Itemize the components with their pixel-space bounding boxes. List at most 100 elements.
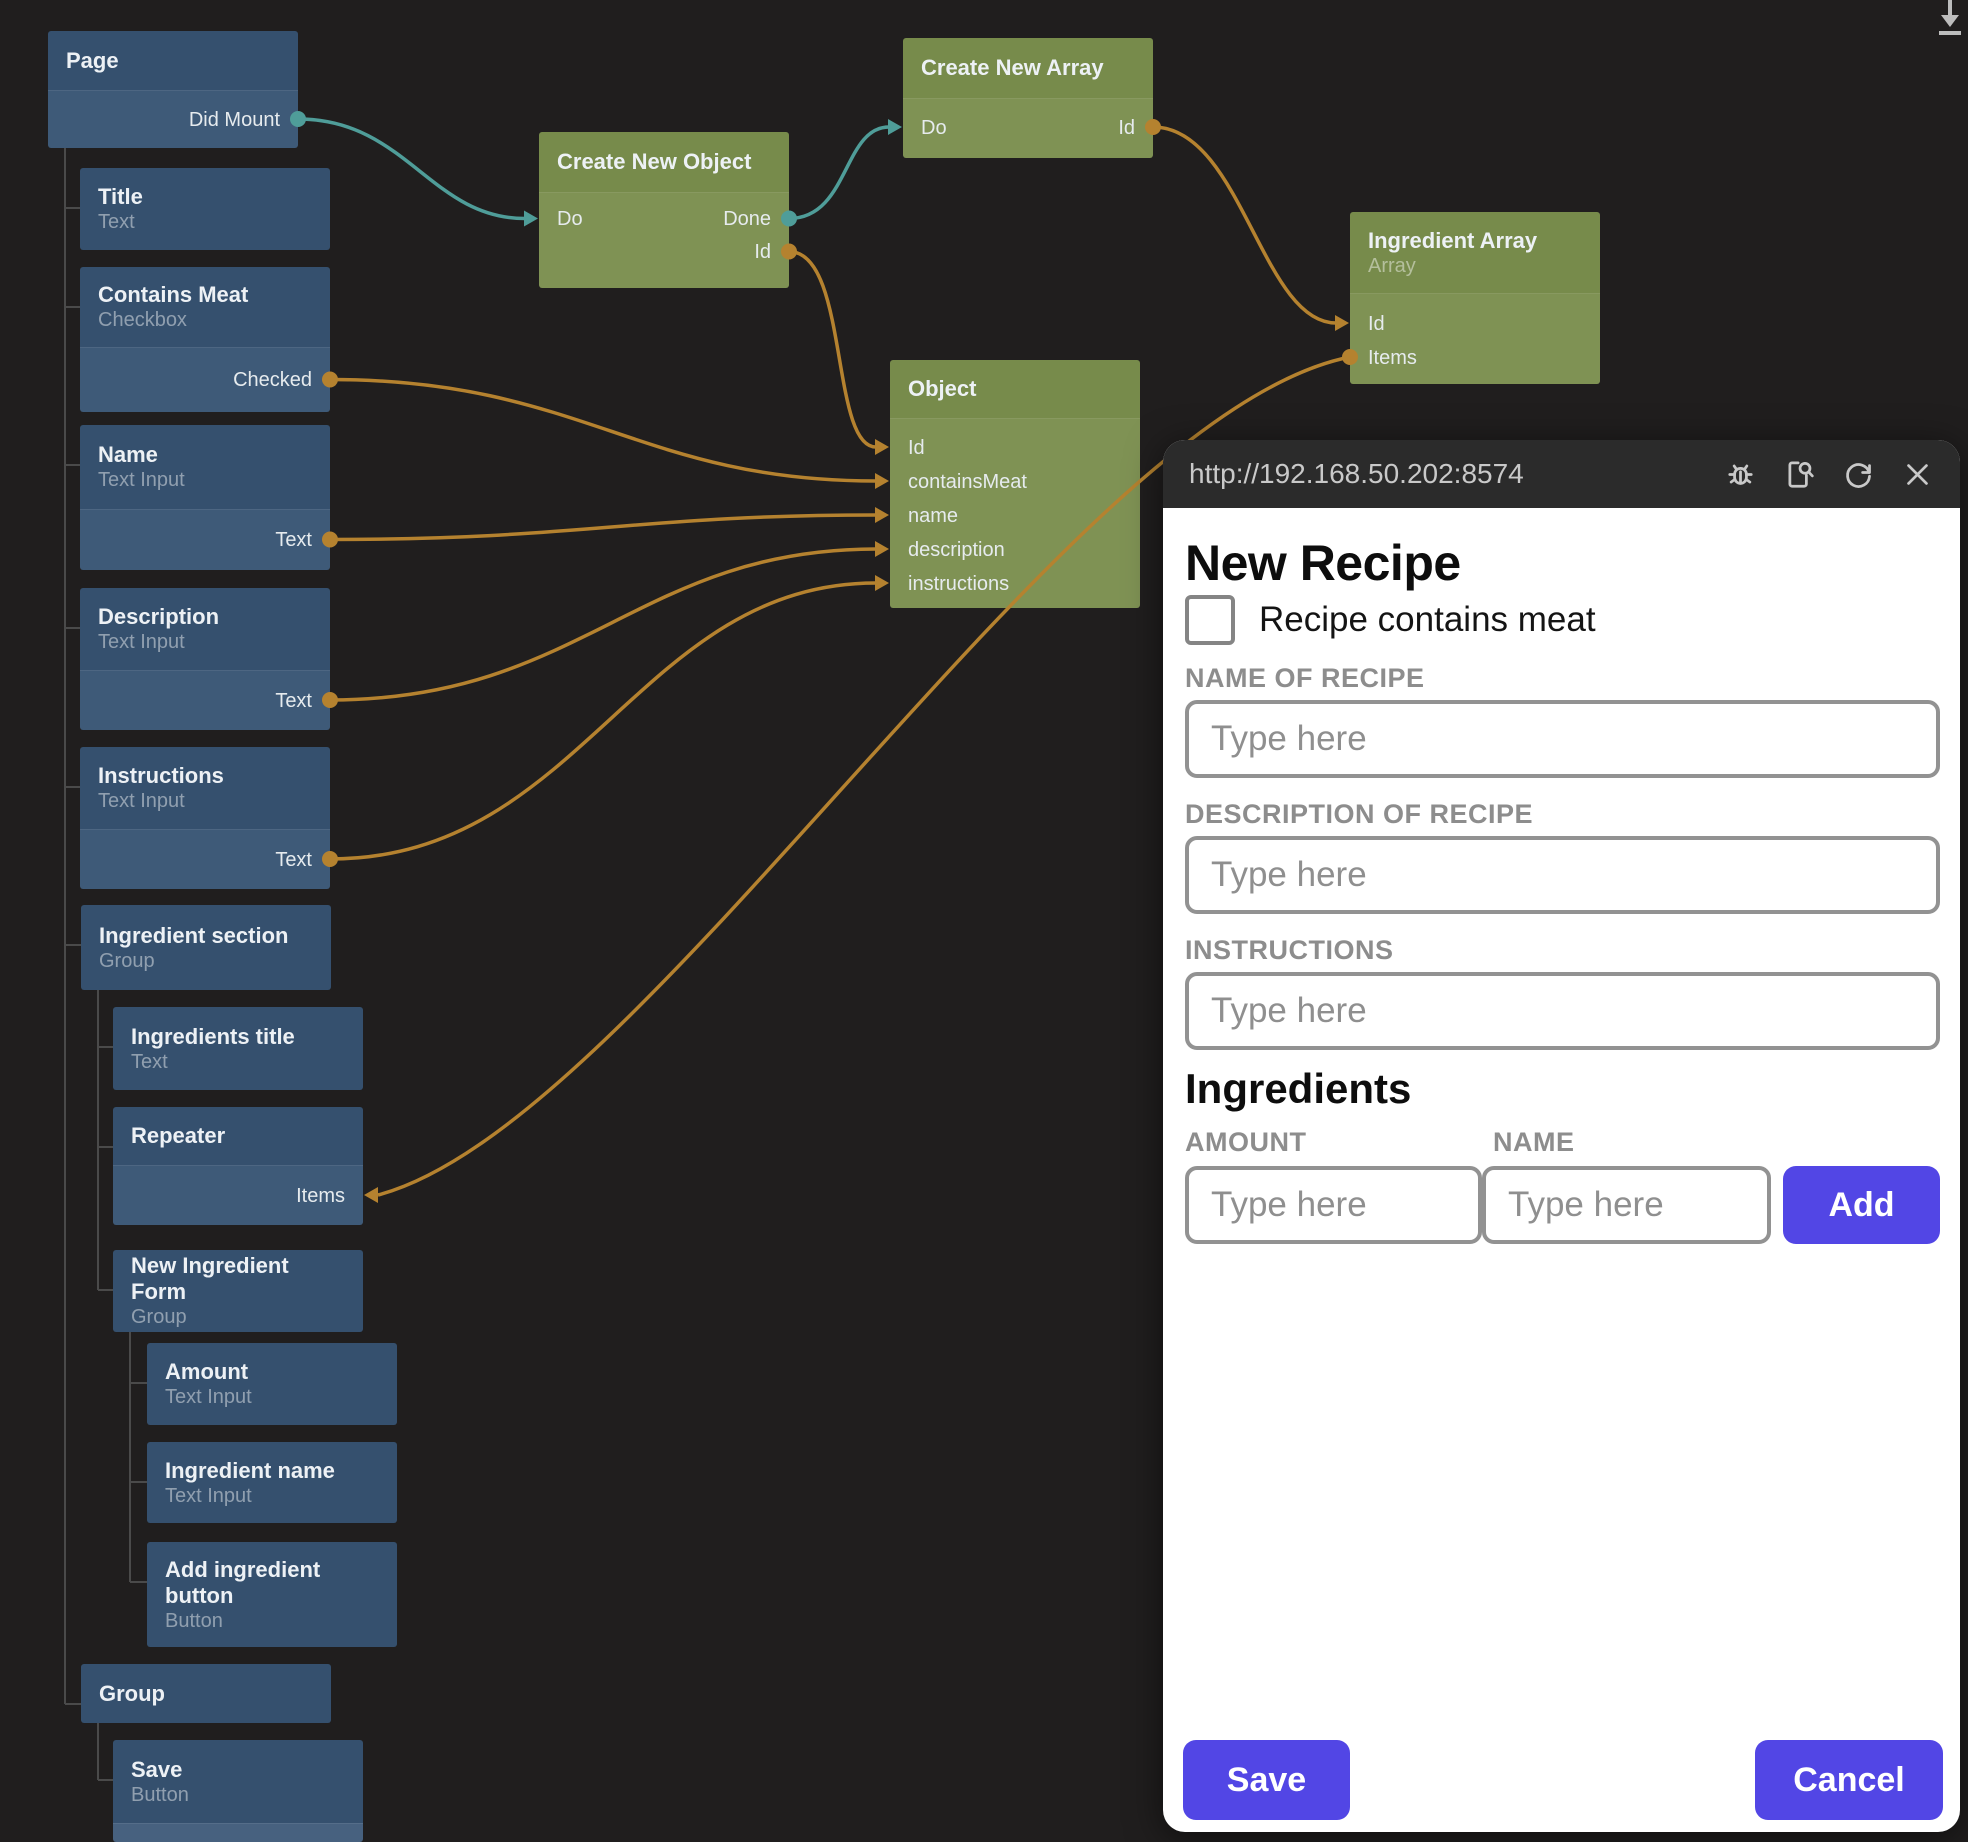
port-Text[interactable]: Text <box>275 529 312 551</box>
recipe-contains-meat-checkbox[interactable] <box>1185 595 1235 645</box>
port-row: instructions <box>890 567 1140 601</box>
node-header: Page <box>48 31 298 90</box>
port-Id[interactable]: Id <box>908 436 925 459</box>
instructions-input[interactable]: Type here <box>1185 972 1940 1050</box>
port-Text[interactable]: Text <box>275 689 312 712</box>
port-row: Id <box>539 236 789 269</box>
node-header: Create New Object <box>539 132 789 192</box>
port-Done[interactable]: Done <box>723 208 771 230</box>
preview-url-bar: http://192.168.50.202:8574 <box>1163 440 1960 508</box>
inspect-icon[interactable] <box>1783 458 1816 491</box>
port-Did Mount[interactable]: Did Mount <box>188 108 280 131</box>
reload-icon[interactable] <box>1842 458 1875 491</box>
node-title: Add ingredient button <box>165 1556 321 1608</box>
node-subtitle: Text <box>98 211 135 233</box>
preview-window: http://192.168.50.202:8574 <box>1163 440 1960 1832</box>
node-title: Ingredient section <box>99 922 289 948</box>
node-title: Ingredient Array <box>1368 227 1538 253</box>
port-Items[interactable]: Items <box>296 1184 345 1207</box>
preview-toolbar <box>1724 458 1934 491</box>
node-ports: Items <box>113 1165 363 1225</box>
port-Text[interactable]: Text <box>275 848 312 871</box>
port-description[interactable]: description <box>908 538 1005 561</box>
node-title: Ingredients title <box>131 1023 295 1049</box>
node-title: Create New Array <box>921 55 1104 80</box>
port-row: Do Id <box>903 111 1153 145</box>
node-subtitle: Button <box>131 1783 189 1806</box>
name-of-recipe-label: NAME OF RECIPE <box>1185 663 1425 693</box>
node-group[interactable]: Group <box>81 1664 331 1723</box>
node-header: Repeater <box>113 1107 363 1165</box>
port-Checked[interactable]: Checked <box>233 369 312 391</box>
port-Items[interactable]: Items <box>1368 346 1417 369</box>
port-row: containsMeat <box>890 465 1140 499</box>
debug-icon[interactable] <box>1724 458 1757 491</box>
name-of-recipe-input[interactable]: Type here <box>1185 700 1940 778</box>
node-subtitle: Text <box>131 1050 168 1073</box>
ingredient-labels-row: AMOUNT NAME <box>1185 1126 1940 1158</box>
node-title: Create New Object <box>557 149 752 174</box>
node-title: New Ingredient Form <box>131 1253 289 1304</box>
add-button[interactable]: Add <box>1783 1166 1940 1244</box>
node-title: Page <box>66 47 119 73</box>
instructions-label: INSTRUCTIONS <box>1185 935 1394 965</box>
node-subtitle: Text Input <box>165 1484 252 1507</box>
port-instructions[interactable]: instructions <box>908 572 1010 595</box>
port-row: Text <box>80 830 330 889</box>
port-Do[interactable]: Do <box>921 116 947 139</box>
port-Id[interactable]: Id <box>754 241 771 263</box>
save-button[interactable]: Save <box>1183 1740 1350 1820</box>
port-Do[interactable]: Do <box>557 208 583 230</box>
close-icon[interactable] <box>1901 458 1934 491</box>
node-subtitle: Array <box>1368 254 1416 277</box>
node-title: Repeater <box>131 1123 226 1148</box>
node-title: Instructions <box>98 763 224 788</box>
ingredient-name-input[interactable]: Type here <box>1482 1166 1771 1244</box>
port-row: name <box>890 499 1140 533</box>
port-Id[interactable]: Id <box>1118 116 1135 139</box>
node-header: Create New Array <box>903 38 1153 98</box>
download-icon[interactable] <box>1935 0 1965 40</box>
amount-input[interactable]: Type here <box>1185 1166 1482 1244</box>
port-row: Text <box>80 510 330 570</box>
contains-meat-row: Recipe contains meat <box>1185 595 1940 645</box>
description-of-recipe-input[interactable]: Type here <box>1185 836 1940 914</box>
node-subtitle: Group <box>131 1306 187 1328</box>
port-name[interactable]: name <box>908 504 959 527</box>
node-subtitle: Checkbox <box>98 309 187 331</box>
port-row: Did Mount <box>48 91 298 148</box>
cancel-button[interactable]: Cancel <box>1755 1740 1943 1820</box>
checkbox-label: Recipe contains meat <box>1259 600 1596 639</box>
node-title: Name <box>98 442 158 467</box>
port-containsMeat[interactable]: containsMeat <box>908 470 1027 493</box>
preview-url[interactable]: http://192.168.50.202:8574 <box>1189 458 1524 489</box>
port-Id[interactable]: Id <box>1368 312 1385 335</box>
